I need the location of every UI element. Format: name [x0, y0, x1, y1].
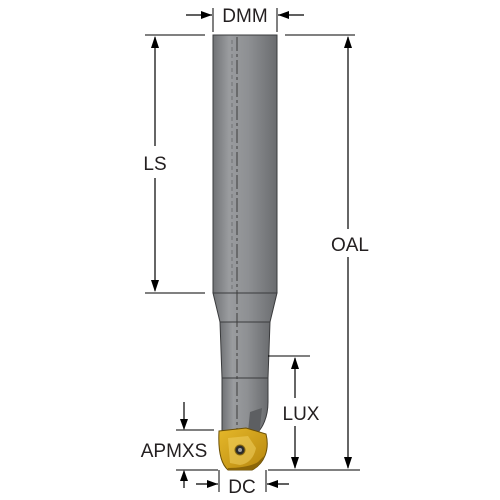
ls-dimension: LS	[134, 36, 176, 292]
extension-lines	[145, 8, 360, 492]
ls-label: LS	[143, 154, 166, 175]
insert-edge-shadow	[228, 456, 264, 470]
oal-dimension: OAL	[322, 36, 376, 469]
lux-label: LUX	[283, 404, 320, 425]
tool-taper	[212, 292, 278, 323]
apmxs-label: APMXS	[141, 441, 208, 462]
tool-shank	[212, 34, 278, 294]
apmxs-dimension: APMXS	[141, 402, 208, 488]
cutting-insert	[218, 427, 268, 471]
insert-screw-hole	[238, 448, 242, 452]
dc-dimension: DC	[196, 477, 289, 498]
dmm-label: DMM	[222, 6, 267, 27]
dc-label: DC	[228, 477, 255, 498]
tool-body	[212, 34, 278, 463]
oal-label: OAL	[331, 235, 369, 256]
tool-neck	[219, 321, 271, 379]
lux-dimension: LUX	[276, 357, 328, 469]
dmm-dimension: DMM	[186, 6, 304, 27]
